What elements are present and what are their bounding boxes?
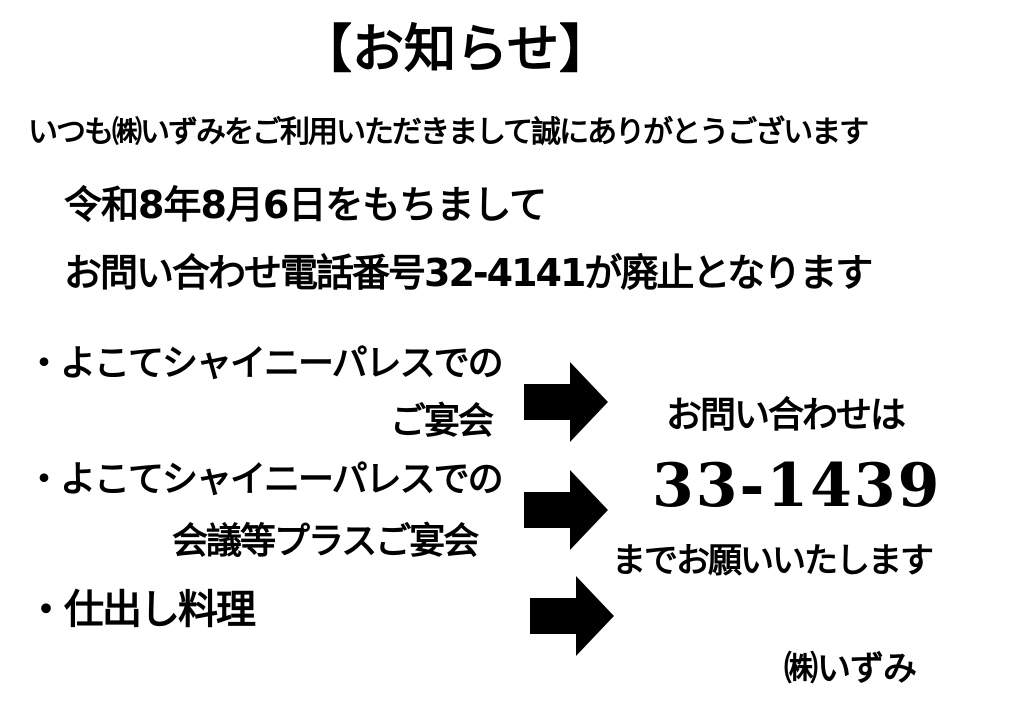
contact-label: お問い合わせは: [666, 395, 906, 436]
contact-closing: までお願いいたします: [612, 541, 934, 581]
notice-phone-abolished-line: お問い合わせ電話番号32-4141が廃止となります: [64, 251, 873, 295]
service-item-meeting-line1: ・よこてシャイニーパレスでの: [26, 459, 504, 500]
contact-phone-number: 33-1439: [652, 451, 942, 521]
notice-title: 【お知らせ】: [300, 19, 611, 80]
right-arrow-icon: [524, 362, 608, 442]
service-item-catering: ・仕出し料理: [26, 587, 256, 633]
service-item-banquet-line2: ご宴会: [390, 401, 494, 442]
notice-date-line: 令和8年8月6日をもちまして: [64, 183, 547, 227]
right-arrow-icon: [530, 576, 614, 656]
service-item-banquet-line1: ・よこてシャイニーパレスでの: [26, 343, 504, 384]
service-item-meeting-line2: 会議等プラスご宴会: [172, 521, 479, 562]
company-name: ㈱いずみ: [784, 649, 917, 689]
right-arrow-icon: [524, 470, 608, 550]
greeting-text: いつも㈱いずみをご利用いただきまして誠にありがとうございます: [28, 115, 869, 150]
